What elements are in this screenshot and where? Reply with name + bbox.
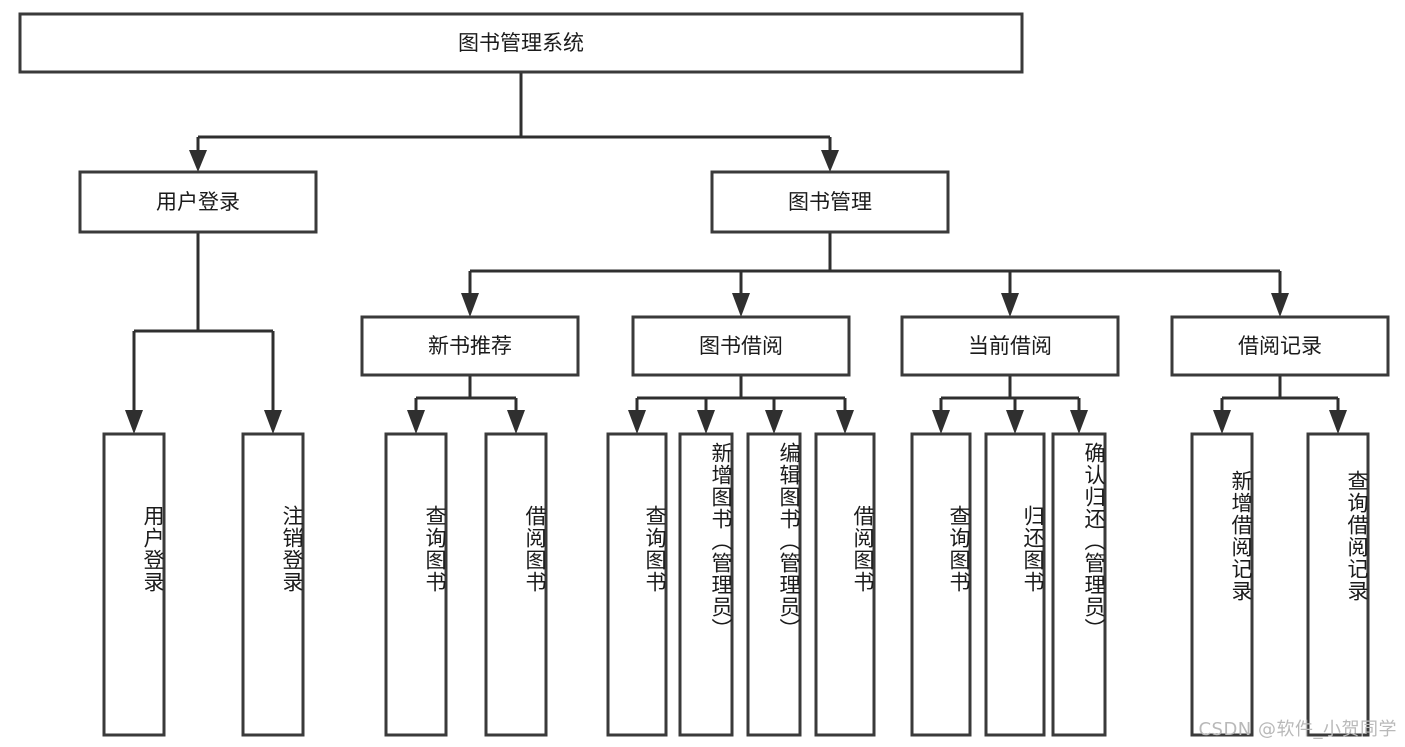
csdn-watermark: CSDN @软件_小贺同学 — [1198, 719, 1397, 740]
node-new-book-recommend-label: 新书推荐 — [428, 334, 512, 358]
arrow-borrow-record — [1271, 293, 1289, 317]
node-borrow-record[interactable]: 借阅记录 — [1170, 315, 1390, 377]
node-current-borrow-rect[interactable] — [900, 315, 1120, 377]
arrow-to-user-login — [189, 150, 207, 172]
arrow-leaf-logout — [264, 410, 282, 434]
arrow-leaf-return-book — [1006, 410, 1024, 434]
node-book-manage-rect[interactable] — [710, 170, 950, 234]
arrow-leaf-borrow-book — [836, 410, 854, 434]
node-new-book-recommend-rect[interactable] — [360, 315, 580, 377]
node-leaf-query-book-rec-rect[interactable] — [384, 432, 448, 737]
node-book-borrow[interactable]: 图书借阅 — [631, 315, 851, 377]
arrow-book-borrow — [732, 293, 750, 317]
node-leaf-query-book-cur-rect[interactable] — [910, 432, 972, 737]
node-leaf-query-borrow-record-rect[interactable] — [1306, 432, 1370, 737]
node-root[interactable]: 图书管理系统 — [18, 12, 1024, 74]
arrow-current-borrow — [1001, 293, 1019, 317]
arrow-leaf-edit-book — [765, 410, 783, 434]
leaf-rect-group — [102, 432, 1370, 737]
node-user-login[interactable]: 用户登录 — [78, 170, 318, 234]
arrow-to-book-manage — [821, 150, 839, 172]
node-leaf-user-login-rect[interactable] — [102, 432, 166, 737]
arrow-leaf-query-borrow-record — [1329, 410, 1347, 434]
node-leaf-borrow-book-rec-rect[interactable] — [484, 432, 548, 737]
arrow-leaf-add-borrow-record — [1213, 410, 1231, 434]
node-leaf-return-book-rect[interactable] — [984, 432, 1046, 737]
arrow-leaf-query-book-rec — [407, 410, 425, 434]
node-book-manage-label: 图书管理 — [788, 190, 872, 214]
node-book-borrow-label: 图书借阅 — [699, 334, 783, 358]
arrow-new-book-recommend — [461, 293, 479, 317]
node-current-borrow-label: 当前借阅 — [968, 334, 1052, 358]
arrow-leaf-borrow-book-rec — [507, 410, 525, 434]
node-user-login-rect[interactable] — [78, 170, 318, 234]
node-root-rect[interactable] — [18, 12, 1024, 74]
node-leaf-query-book-borrow-rect[interactable] — [606, 432, 668, 737]
arrow-leaf-query-book-borrow — [628, 410, 646, 434]
arrow-leaf-user-login — [125, 410, 143, 434]
node-leaf-confirm-return-rect[interactable] — [1051, 432, 1107, 737]
node-book-manage[interactable]: 图书管理 — [710, 170, 950, 234]
connector-group — [125, 72, 1347, 434]
node-current-borrow[interactable]: 当前借阅 — [900, 315, 1120, 377]
node-leaf-edit-book-rect[interactable] — [746, 432, 802, 737]
node-user-login-label: 用户登录 — [156, 190, 240, 214]
arrow-leaf-confirm-return — [1070, 410, 1088, 434]
node-leaf-add-borrow-record-rect[interactable] — [1190, 432, 1254, 737]
node-leaf-add-book-rect[interactable] — [678, 432, 734, 737]
node-book-borrow-rect[interactable] — [631, 315, 851, 377]
node-leaf-logout-rect[interactable] — [241, 432, 305, 737]
arrow-leaf-add-book — [697, 410, 715, 434]
node-root-label: 图书管理系统 — [458, 31, 584, 55]
arrow-leaf-query-book-cur — [932, 410, 950, 434]
node-new-book-recommend[interactable]: 新书推荐 — [360, 315, 580, 377]
node-borrow-record-rect[interactable] — [1170, 315, 1390, 377]
node-leaf-borrow-book-rect[interactable] — [814, 432, 876, 737]
node-borrow-record-label: 借阅记录 — [1238, 334, 1322, 358]
